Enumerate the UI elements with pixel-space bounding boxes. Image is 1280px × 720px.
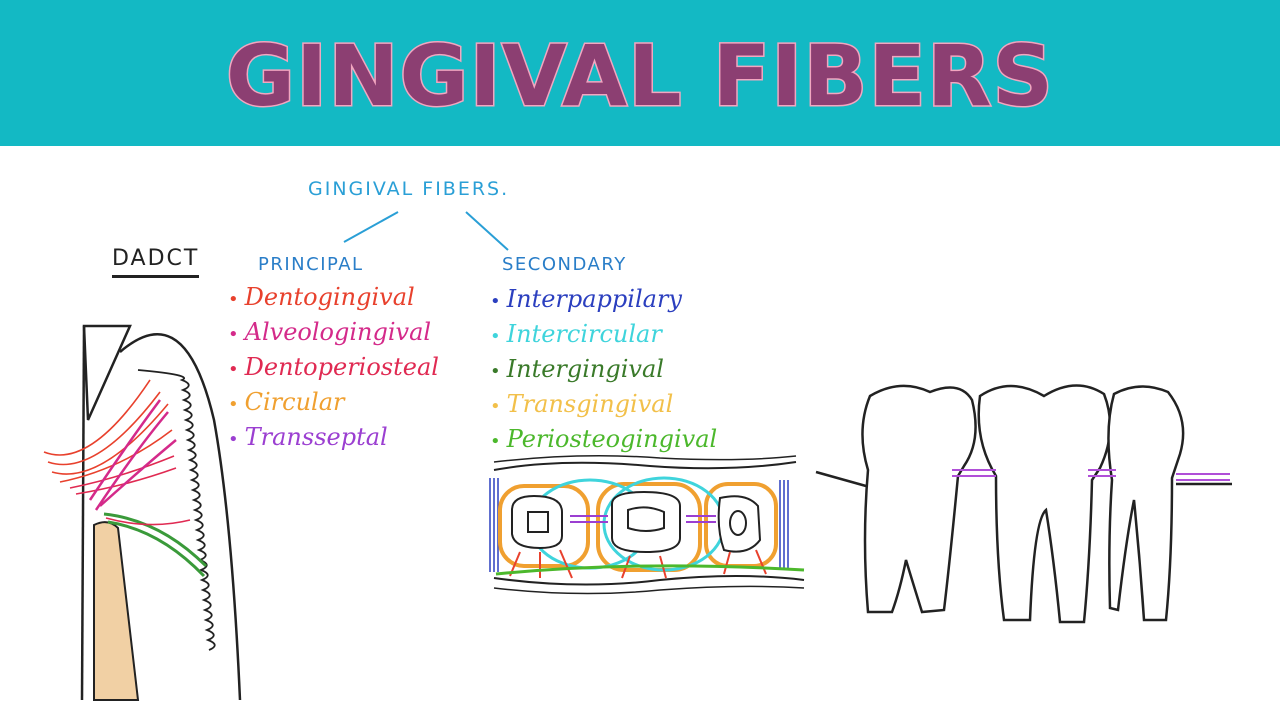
secondary-fiber-list: •Interpappilary •Intercircular •Intergin… <box>490 283 717 458</box>
principal-item-dentogingival: •Dentogingival <box>228 281 439 316</box>
banner-title: GINGIVAL FIBERS <box>224 27 1055 126</box>
dentogingival-fiber <box>47 391 161 466</box>
periosteogingival-fiber-occlusal <box>495 564 805 576</box>
molar-2 <box>977 384 1112 624</box>
principal-item-label: Transseptal <box>244 423 388 451</box>
alveologingival-fiber <box>94 411 169 511</box>
bone-line-left <box>815 470 867 488</box>
principal-item-label: Alveologingival <box>244 318 432 346</box>
bullet-dot: • <box>490 291 501 312</box>
secondary-item-label: Interpappilary <box>506 285 682 313</box>
molar-1 <box>861 384 977 614</box>
secondary-item-intercircular: •Intercircular <box>490 318 717 353</box>
gingiva-outline <box>119 333 242 701</box>
enamel-wedge <box>82 324 132 421</box>
secondary-item-label: Intergingival <box>506 355 664 383</box>
bullet-dot: • <box>228 324 239 345</box>
bullet-dot: • <box>490 396 501 417</box>
transseptal-fibers-occlusal <box>570 515 716 523</box>
dadct-label: DADCT <box>112 246 200 278</box>
secondary-item-interpappilary: •Interpappilary <box>490 283 717 318</box>
principal-item-circular: •Circular <box>228 386 439 421</box>
transseptal-fibers-molars <box>952 469 1230 481</box>
secondary-item-intergingival: •Intergingival <box>490 353 717 388</box>
principal-heading: PRINCIPAL <box>258 254 364 275</box>
rete-ridges-line <box>137 369 216 651</box>
periosteogingival-fiber <box>107 520 206 578</box>
gingiva-section-sketch <box>43 324 242 701</box>
principal-fiber-list: •Dentogingival •Alveologingival •Dentope… <box>228 281 439 456</box>
pulp-outlines <box>527 506 747 536</box>
principal-item-label: Circular <box>244 388 345 416</box>
occlusal-outline-bottom <box>493 575 805 586</box>
dentogingival-fiber <box>51 403 169 475</box>
title-banner: GINGIVAL FIBERS <box>0 0 1280 146</box>
principal-item-dentoperiosteal: •Dentoperiosteal <box>228 351 439 386</box>
occlusal-view-sketch <box>489 455 805 595</box>
bullet-dot: • <box>228 429 239 450</box>
tooth-root-shape <box>93 521 140 701</box>
secondary-item-periosteogingival: •Periosteogingival <box>490 423 717 458</box>
dentogingival-fiber <box>59 429 173 483</box>
secondary-heading: SECONDARY <box>502 254 627 275</box>
principal-item-alveologingival: •Alveologingival <box>228 316 439 351</box>
bullet-dot: • <box>228 359 239 380</box>
bullet-dot: • <box>228 394 239 415</box>
bullet-dot: • <box>228 289 239 310</box>
molar-3 <box>1107 385 1185 622</box>
principal-fibers-sketch <box>43 379 208 578</box>
dentoperiosteal-fiber <box>105 517 191 526</box>
secondary-item-label: Periosteogingival <box>506 425 718 453</box>
tree-connectors <box>343 211 509 251</box>
dentoperiosteal-fiber <box>75 467 177 495</box>
alveologingival-fiber <box>88 399 162 501</box>
occlusal-outline-top-inner <box>493 455 797 463</box>
secondary-item-label: Transgingival <box>506 390 674 418</box>
bullet-dot: • <box>490 326 501 347</box>
principal-item-label: Dentogingival <box>244 283 415 311</box>
periosteogingival-fiber <box>103 512 208 568</box>
occlusal-outline-top <box>493 461 797 471</box>
tree-title: GINGIVAL FIBERS. <box>308 178 510 200</box>
connector-secondary <box>465 211 509 251</box>
tooth-cross-sections <box>511 490 762 554</box>
principal-item-label: Dentoperiosteal <box>244 353 439 381</box>
principal-item-transseptal: •Transseptal <box>228 421 439 456</box>
connector-principal <box>343 211 399 243</box>
molar-teeth-sketch <box>815 384 1232 624</box>
bullet-dot: • <box>490 431 501 452</box>
alveologingival-fiber <box>99 439 177 507</box>
secondary-item-label: Intercircular <box>506 320 662 348</box>
dentogingival-fiber <box>43 379 151 456</box>
occlusal-outline-bottom-inner <box>493 585 805 595</box>
tooth-outline <box>80 325 86 701</box>
secondary-item-transgingival: •Transgingival <box>490 388 717 423</box>
bullet-dot: • <box>490 361 501 382</box>
